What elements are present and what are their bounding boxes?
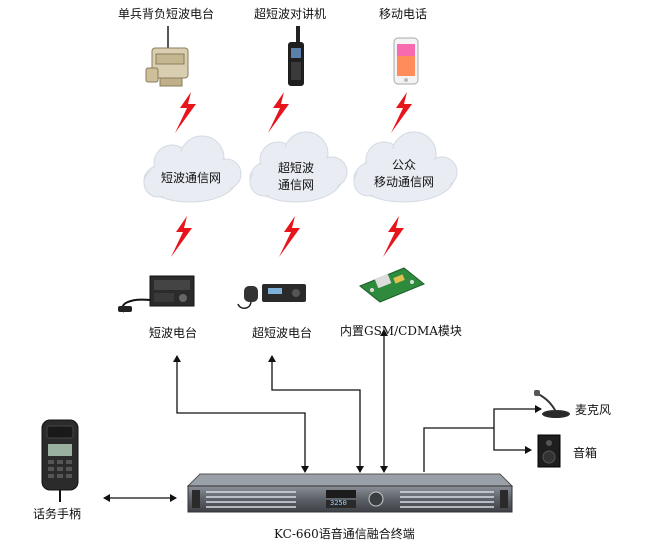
smartphone-icon (393, 37, 419, 85)
right-device-label-speaker: 音箱 (573, 446, 598, 460)
network-label-hf: 短波通信网 (152, 170, 230, 187)
gsm-module-icon (359, 267, 425, 303)
mid-device-label-vhf-radio: 超短波电台 (252, 326, 313, 340)
network-line: 通信网 (277, 178, 314, 192)
hf-radio-icon (118, 275, 195, 313)
vhf-radio-icon (237, 284, 306, 309)
top-device-label-walkie-talkie: 超短波对讲机 (254, 7, 327, 21)
terminal-display-text: 3250 (330, 499, 347, 507)
walkie-talkie-icon (288, 26, 304, 86)
mid-device-label-hf-radio: 短波电台 (149, 326, 198, 340)
top-device-label-mobile-phone: 移动电话 (379, 7, 428, 21)
network-line: 短波通信网 (160, 171, 221, 185)
cloud-icon (143, 131, 458, 203)
top-device-label-manpack: 单兵背负短波电台 (118, 7, 215, 21)
speaker-icon (537, 434, 561, 468)
network-line: 移动通信网 (373, 175, 434, 189)
network-label-mobile: 公众 移动通信网 (362, 157, 446, 191)
right-device-label-microphone: 麦克风 (575, 403, 612, 417)
mid-device-label-gsm-module: 内置GSM/CDMA模块 (340, 324, 462, 338)
network-line: 超短波 (277, 161, 314, 175)
microphone-icon (534, 390, 570, 418)
terminal-label: KC-660语音通信融合终端 (274, 527, 415, 541)
connection-lines (103, 329, 542, 502)
terminal-device-icon (186, 473, 514, 513)
lightning-icon (171, 92, 412, 257)
manpack-radio-icon (145, 26, 189, 87)
handset-label: 话务手柄 (33, 507, 82, 521)
handset-icon (41, 419, 79, 502)
network-line: 公众 (391, 158, 416, 172)
network-label-vhf: 超短波 通信网 (256, 160, 336, 194)
